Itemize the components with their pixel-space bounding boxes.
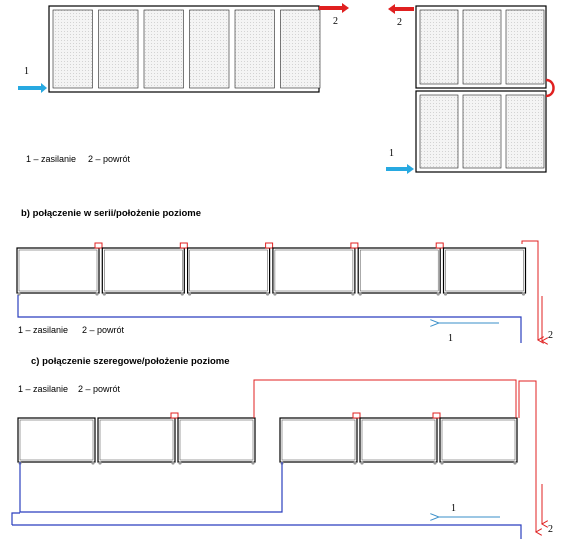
collector-foot [171, 461, 175, 465]
return-pipe-out [518, 380, 536, 532]
collector-foot [17, 292, 21, 296]
return-loop [545, 78, 555, 98]
collector-foot [266, 292, 270, 296]
legend-supply: 1 – zasilanie [18, 384, 68, 394]
collector-foot [351, 292, 355, 296]
legend-return: 2 – powrót [82, 325, 125, 335]
collector-panel [143, 9, 184, 89]
collector-panel [505, 94, 545, 169]
collector-foot [251, 461, 255, 465]
collector-panel [462, 94, 502, 169]
section-b-array: 1 2 [16, 240, 553, 344]
connector [350, 242, 359, 249]
collector-absorber [361, 419, 436, 461]
collector-absorber [99, 419, 174, 461]
return-arrow-head [342, 3, 349, 13]
label-return-num: 2 [397, 17, 402, 28]
collector-absorber [359, 249, 439, 292]
collector-foot [102, 292, 106, 296]
collector-foot [433, 461, 437, 465]
collector-panel [279, 417, 358, 463]
collector-foot [358, 292, 362, 296]
collector-panel [462, 9, 502, 85]
collector-absorber [445, 249, 524, 292]
collector-foot [521, 292, 526, 296]
connector [170, 412, 179, 419]
collector-foot [273, 292, 277, 296]
supply-arrow-head [407, 164, 414, 174]
collector-panel [17, 417, 96, 463]
collector-panel [439, 417, 518, 463]
collector-foot [443, 292, 448, 296]
label-supply-num: 1 [389, 148, 394, 159]
collector-panel [505, 9, 545, 85]
section-c-array: 1 2 [11, 379, 553, 539]
collector-absorber [281, 419, 356, 461]
connector [432, 412, 441, 419]
section-a-right-array: 2 1 [386, 4, 555, 174]
collector-panel [187, 247, 271, 294]
collector-panel [98, 9, 139, 89]
connector [435, 242, 444, 249]
label-supply-num: 1 [448, 333, 453, 344]
return-pipe [253, 379, 517, 418]
collector-panel [97, 417, 176, 463]
collector-panel [272, 247, 356, 294]
section-a-left-array: 1 2 [18, 3, 349, 93]
collector-absorber [179, 419, 254, 461]
collector-foot [513, 461, 517, 465]
collector-panel [442, 247, 527, 294]
collector-panel [359, 417, 438, 463]
supply-arrow-head [41, 83, 47, 93]
collector-panel [177, 417, 256, 463]
collector-panel [101, 247, 185, 294]
legend-supply: 1 – zasilanie [26, 154, 76, 164]
collector-foot [180, 292, 184, 296]
connector [265, 242, 274, 249]
collector-foot [360, 461, 364, 465]
label-return-num: 2 [548, 524, 553, 535]
legend-supply: 1 – zasilanie [18, 325, 68, 335]
collector-absorber [441, 419, 516, 461]
collector-panel [419, 9, 459, 85]
collector-foot [188, 292, 192, 296]
collector-absorber [274, 249, 354, 292]
collector-panel [280, 9, 321, 89]
supply-pipe [19, 462, 283, 513]
collector-foot [440, 461, 444, 465]
supply-pipe [17, 295, 522, 343]
supply-pipe-in [11, 512, 20, 525]
collector-foot [436, 292, 440, 296]
collector-absorber [18, 249, 98, 292]
connector [179, 242, 188, 249]
collector-absorber [189, 249, 268, 292]
collector-foot [95, 292, 99, 296]
label-supply-num: 1 [451, 503, 456, 514]
section-c-title: c) połączenie szeregowe/położenie poziom… [31, 356, 230, 367]
legend-return: 2 – powrót [78, 384, 121, 394]
supply-pipe-main [12, 524, 522, 539]
collector-absorber [19, 419, 94, 461]
connector [352, 412, 361, 419]
collector-foot [353, 461, 357, 465]
return-arrow-head [388, 4, 395, 14]
collector-panel [16, 247, 100, 294]
collector-absorber [104, 249, 183, 292]
collector-foot [91, 461, 95, 465]
collector-panel [357, 247, 441, 294]
collector-panel [52, 9, 93, 89]
collector-foot [178, 461, 182, 465]
label-supply-num: 1 [24, 66, 29, 77]
section-b-title: b) połączenie w serii/położenie poziome [21, 208, 201, 219]
collector-panel [234, 9, 275, 89]
return-pipe [521, 240, 538, 340]
collector-panel [189, 9, 230, 89]
connector [94, 242, 103, 249]
label-return-num: 2 [548, 330, 553, 341]
collector-panel [419, 94, 459, 169]
collector-foot [98, 461, 102, 465]
label-return-num: 2 [333, 16, 338, 27]
legend-return: 2 – powrót [88, 154, 131, 164]
